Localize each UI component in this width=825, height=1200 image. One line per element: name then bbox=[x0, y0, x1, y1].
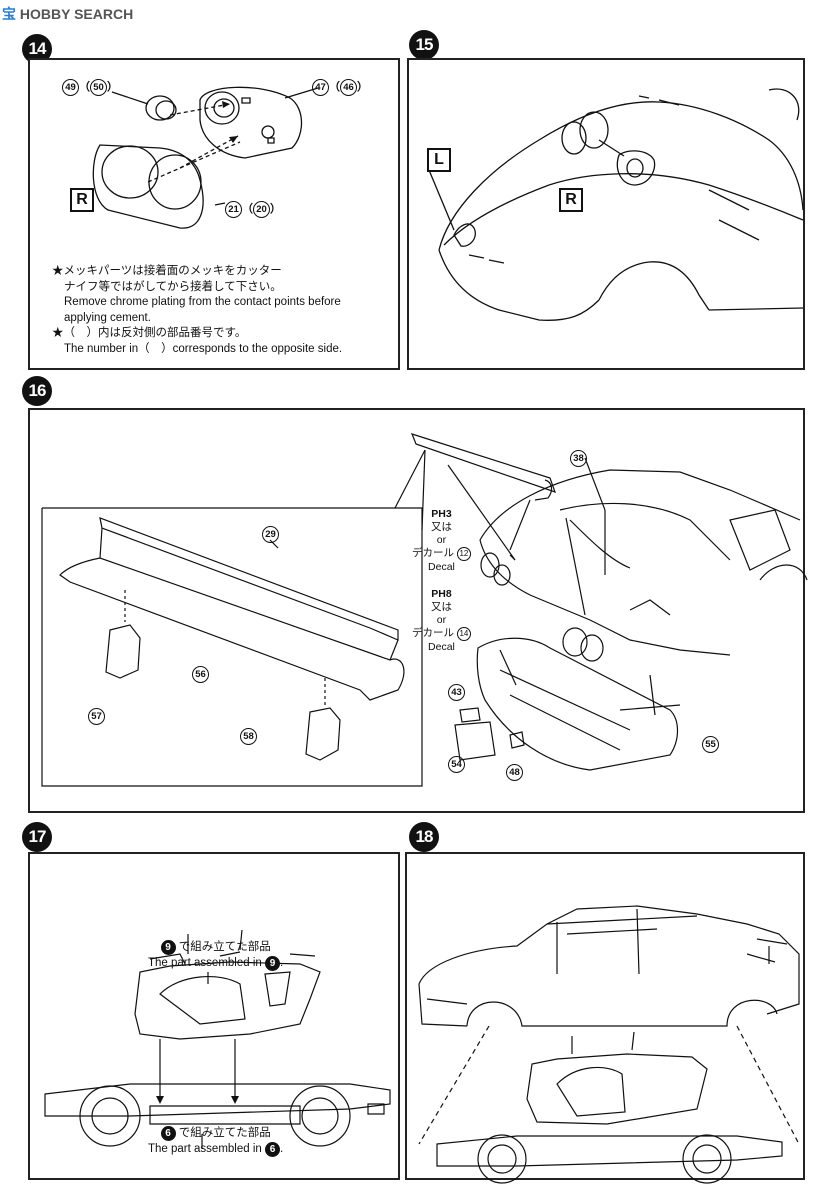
side-label-right-15: R bbox=[559, 188, 583, 212]
decal-word-a: Decal bbox=[428, 561, 455, 573]
decal-jp-word-b: デカール bbox=[412, 627, 454, 639]
decal-num-a: 12 bbox=[456, 547, 471, 561]
decal-word-b: Decal bbox=[428, 641, 455, 653]
top-caption-jp: で組み立てた部品 bbox=[178, 941, 271, 953]
part-46: 46 bbox=[340, 79, 357, 96]
step-number-17: 17 bbox=[22, 822, 52, 852]
part-57: 57 bbox=[88, 708, 105, 725]
part-58: 58 bbox=[240, 728, 257, 745]
decal-jp-a: 又は bbox=[430, 521, 452, 533]
ref-step-9-icon: 9 bbox=[160, 940, 176, 955]
note-en-1: Remove chrome plating from the contact p… bbox=[64, 296, 341, 308]
watermark-brand: HOBBY SEARCH bbox=[19, 6, 134, 22]
step-18-panel bbox=[405, 852, 805, 1180]
side-label-right: R bbox=[70, 188, 94, 212]
part-20: 20 bbox=[253, 201, 270, 218]
note-jp-3: ★（ ）内は反対側の部品番号です。 bbox=[52, 327, 247, 339]
part-54: 54 bbox=[448, 756, 465, 773]
decal-or-a: or bbox=[436, 534, 447, 546]
chassis-assembly-illustration bbox=[30, 854, 402, 1182]
decal-or-b: or bbox=[436, 614, 447, 626]
ref-step-6-en: 6 bbox=[265, 1141, 280, 1157]
watermark-icon-text: 宝 bbox=[2, 6, 16, 22]
step-number-15: 15 bbox=[409, 30, 439, 60]
ref-step-9-en: 9 bbox=[265, 955, 280, 971]
step-17-panel: 9 で組み立てた部品 The part assembled in 9. 6 で組… bbox=[28, 852, 400, 1180]
decal-code-b: PH8 bbox=[431, 588, 452, 600]
step17-top-caption: 9 で組み立てた部品 The part assembled in 9. bbox=[148, 940, 284, 971]
part-50: 50 bbox=[90, 79, 107, 96]
note-en-2: applying cement. bbox=[64, 311, 151, 324]
part-label-47-46: 47（46） bbox=[312, 78, 368, 96]
step-16-panel: 29 56 57 58 38 43 54 48 55 PH3 又は or デカー… bbox=[28, 408, 805, 813]
bottom-caption-en: The part assembled in bbox=[148, 1142, 262, 1155]
tail-light-parts-illustration bbox=[30, 60, 402, 260]
step-number-16: 16 bbox=[22, 376, 52, 406]
bottom-caption-jp: で組み立てた部品 bbox=[178, 1127, 271, 1139]
step-15-panel: L R bbox=[407, 58, 805, 370]
decal-code-a: PH3 bbox=[431, 508, 452, 520]
final-assembly-illustration bbox=[407, 854, 807, 1182]
step17-bottom-caption: 6 で組み立てた部品 The part assembled in 6. bbox=[148, 1126, 284, 1157]
step-number-18: 18 bbox=[409, 822, 439, 852]
decal-num-b: 14 bbox=[456, 627, 471, 641]
note-jp-2: ナイフ等ではがしてから接着して下さい。 bbox=[64, 280, 282, 293]
decal-note-b: PH8 又は or デカール 14 Decal bbox=[412, 588, 471, 654]
rear-wing-and-bumper-illustration bbox=[30, 410, 807, 815]
part-29: 29 bbox=[262, 526, 279, 543]
decal-jp-b: 又は bbox=[430, 601, 452, 613]
part-label-49-50: 49（50） bbox=[62, 78, 118, 96]
note-jp-1: ★メッキパーツは接着面のメッキをカッター bbox=[52, 265, 282, 277]
step-14-panel: 49（50） 47（46） 21（20） R ★メッキパーツは接着面のメッキをカ… bbox=[28, 58, 400, 370]
part-55: 55 bbox=[702, 736, 719, 753]
top-caption-en: The part assembled in bbox=[148, 956, 262, 969]
side-label-left: L bbox=[427, 148, 451, 172]
part-43: 43 bbox=[448, 684, 465, 701]
part-48: 48 bbox=[506, 764, 523, 781]
ref-step-6-icon: 6 bbox=[160, 1126, 176, 1141]
part-21: 21 bbox=[225, 201, 242, 218]
part-label-21-20: 21（20） bbox=[225, 200, 281, 218]
part-47: 47 bbox=[312, 79, 329, 96]
decal-note-a: PH3 又は or デカール 12 Decal bbox=[412, 508, 471, 574]
note-en-3: The number in（ ）corresponds to the oppos… bbox=[64, 342, 343, 355]
chrome-note: ★メッキパーツは接着面のメッキをカッター ナイフ等ではがしてから接着して下さい。… bbox=[52, 264, 342, 357]
rear-body-illustration bbox=[409, 60, 807, 372]
part-56: 56 bbox=[192, 666, 209, 683]
watermark-logo: 宝 HOBBY SEARCH bbox=[2, 4, 133, 24]
part-38: 38 bbox=[570, 450, 587, 467]
decal-jp-word-a: デカール bbox=[412, 547, 454, 559]
part-49: 49 bbox=[62, 79, 79, 96]
